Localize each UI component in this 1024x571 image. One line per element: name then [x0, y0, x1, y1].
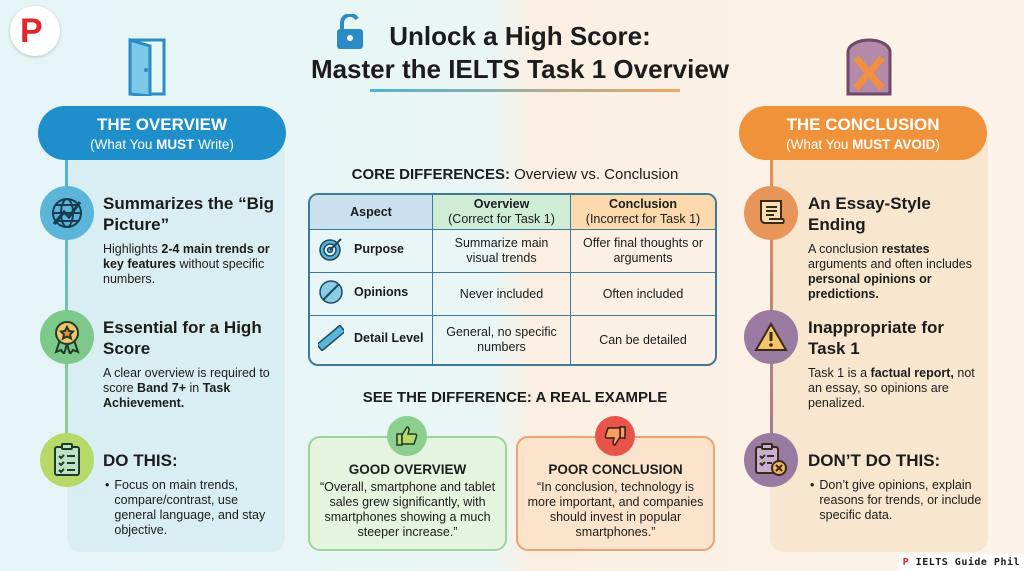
conclusion-header: THE CONCLUSION (What You MUST AVOID)	[739, 106, 987, 160]
differences-table: Aspect Overview(Correct for Task 1) Conc…	[308, 193, 717, 366]
thumbs-up-icon	[387, 416, 427, 456]
conclusion-item-essay-ending: An Essay-Style Ending A conclusion resta…	[808, 194, 972, 301]
overview-item-high-score: Essential for a High Score A clear overv…	[103, 318, 270, 410]
conclusion-item-inappropriate: Inappropriate for Task 1 Task 1 is a fac…	[808, 318, 975, 410]
checklist-icon	[40, 433, 94, 487]
page-title: Unlock a High Score:Master the IELTS Tas…	[310, 21, 730, 84]
overview-panel	[67, 128, 285, 552]
example-title: SEE THE DIFFERENCE: A REAL EXAMPLE	[362, 389, 668, 406]
ruler-icon	[318, 325, 344, 351]
conclusion-item-dont-do-this: DON’T DO THIS: •Don’t give opinions, exp…	[808, 451, 982, 522]
header-overview: Overview(Correct for Task 1)	[433, 195, 571, 230]
table-row: Opinions Never included Often included	[310, 273, 715, 316]
target-icon	[319, 238, 342, 261]
header-conclusion: Conclusion(Incorrect for Task 1)	[571, 195, 715, 230]
warning-icon	[744, 310, 798, 364]
checklist-x-icon	[744, 433, 798, 487]
scroll-icon	[744, 186, 798, 240]
globe-icon	[40, 186, 94, 240]
award-ribbon-icon	[40, 310, 94, 364]
overview-item-big-picture: Summarizes the “Big Picture” Highlights …	[103, 194, 274, 286]
core-differences-title: CORE DIFFERENCES: Overview vs. Conclusio…	[351, 166, 679, 183]
header-aspect: Aspect	[310, 195, 433, 230]
unlocked-padlock-icon	[334, 12, 366, 55]
blocked-door-icon	[844, 38, 894, 101]
conclusion-panel	[770, 128, 988, 552]
overview-item-do-this: DO THIS: •Focus on main trends, compare/…	[103, 451, 266, 537]
brand-logo: P	[10, 6, 60, 56]
watermark: P IELTS Guide Phil	[898, 554, 1024, 571]
title-underline	[370, 89, 680, 92]
thumbs-down-icon	[595, 416, 635, 456]
table-row: Purpose Summarize main visual trends Off…	[310, 230, 715, 273]
table-row: Detail Level General, no specific number…	[310, 316, 715, 364]
open-door-icon	[128, 37, 168, 101]
overview-header: THE OVERVIEW (What You MUST Write)	[38, 106, 286, 160]
no-opinion-icon	[319, 280, 343, 304]
